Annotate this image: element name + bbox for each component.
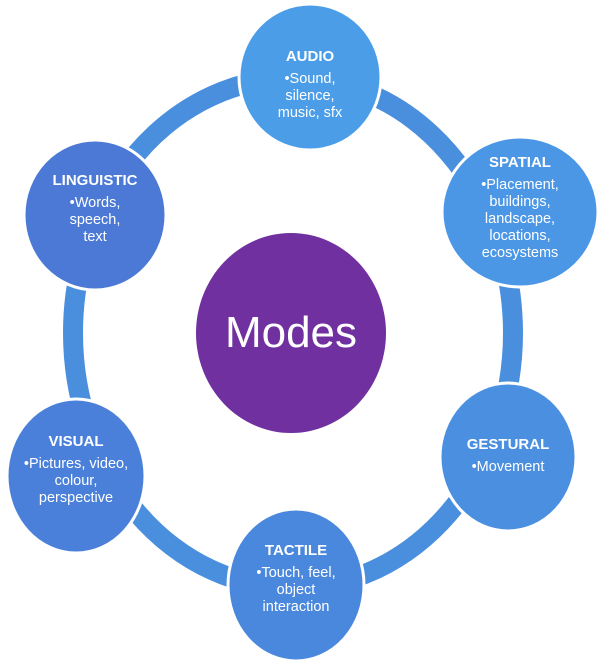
node-title: SPATIAL [489, 154, 551, 171]
node-audio: AUDIO •Sound, silence, music, sfx [245, 48, 375, 122]
node-tactile: TACTILE •Touch, feel, object interaction [234, 542, 358, 616]
node-gestural: GESTURAL •Movement [445, 436, 571, 476]
node-linguistic: LINGUISTIC •Words, speech, text [30, 172, 160, 246]
node-description: •Pictures, video, colour, perspective [23, 456, 129, 506]
node-circle-spatial [440, 135, 600, 289]
node-title: GESTURAL [466, 436, 550, 453]
node-description: •Words, speech, text [69, 195, 121, 245]
node-spatial: SPATIAL •Placement, buildings, landscape… [450, 154, 590, 262]
node-title: TACTILE [264, 542, 328, 559]
node-visual: VISUAL •Pictures, video, colour, perspec… [10, 433, 142, 507]
node-description: •Movement [471, 459, 545, 475]
node-title: VISUAL [48, 433, 104, 450]
node-title: LINGUISTIC [52, 172, 138, 189]
center-label: Modes [224, 308, 358, 357]
node-circle-tactile [226, 507, 366, 663]
node-description: •Touch, feel, object interaction [256, 565, 336, 615]
node-circle-audio [237, 2, 383, 152]
node-description: •Placement, buildings, landscape, locati… [481, 177, 559, 261]
node-circle-linguistic [22, 138, 168, 292]
node-title: AUDIO [285, 48, 335, 65]
center-circle [196, 233, 386, 433]
node-circle-visual [5, 397, 147, 555]
node-description: •Sound, silence, music, sfx [277, 71, 343, 121]
node-circle-gestural [438, 381, 578, 533]
